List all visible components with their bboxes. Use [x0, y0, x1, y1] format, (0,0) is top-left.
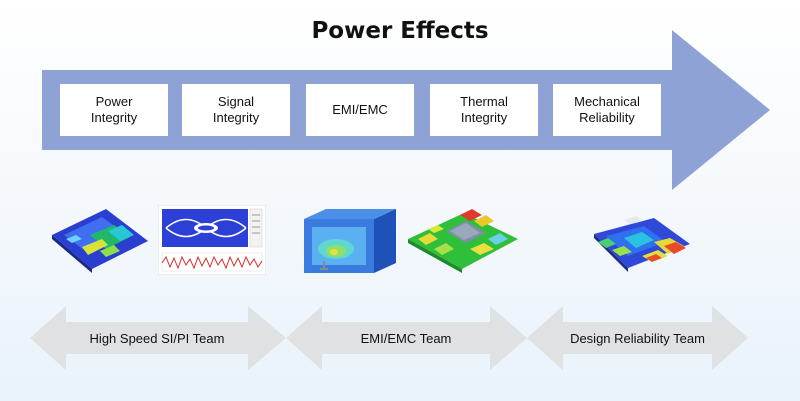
team-label-design-reliability: Design Reliability Team — [570, 331, 705, 346]
effect-box-thermal-integrity: Thermal Integrity — [430, 84, 538, 136]
mechanical-reliability-board-image — [594, 216, 690, 272]
power-integrity-pcb-image — [52, 209, 148, 273]
effect-box-emi-emc: EMI/EMC — [306, 84, 414, 136]
page-title: Power Effects — [311, 18, 489, 44]
emi-emc-chamber-image — [304, 209, 396, 273]
team-label-emi-emc: EMI/EMC Team — [360, 331, 452, 346]
team-label-si-pi: High Speed SI/PI Team — [89, 331, 225, 346]
effect-box-mechanical-reliability: Mechanical Reliability — [553, 84, 661, 136]
team-arrow-design-reliability — [527, 306, 748, 370]
team-arrow-si-pi — [30, 306, 286, 370]
thermal-integrity-board-image — [408, 209, 518, 273]
signal-integrity-eye-diagram-image — [158, 205, 266, 275]
effect-box-signal-integrity: Signal Integrity — [182, 84, 290, 136]
effect-box-power-integrity: Power Integrity — [60, 84, 168, 136]
team-arrow-emi-emc — [286, 306, 527, 370]
